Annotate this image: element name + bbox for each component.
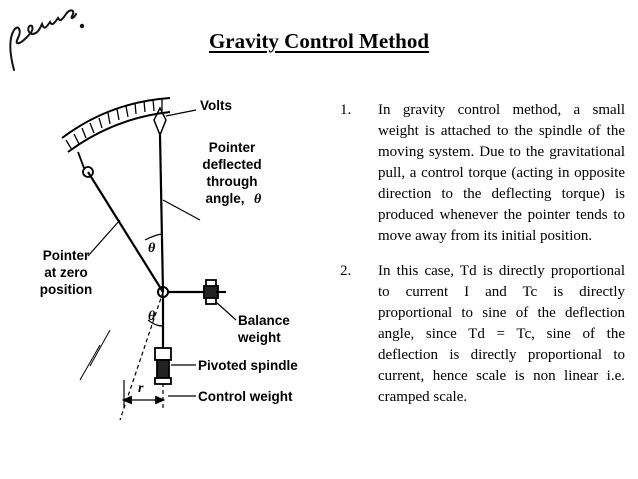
list-item: 1. In gravity control method, a small we… (340, 100, 625, 247)
label-pointer-zero-2: at zero (44, 265, 88, 280)
label-pointer-deflected-1: Pointer (209, 140, 256, 155)
label-pointer-zero-1: Pointer (43, 248, 90, 263)
gravity-control-diagram: Volts Pointer deflected through angle, θ… (40, 97, 298, 421)
label-control-weight: Control weight (198, 389, 293, 404)
list-item-number: 2. (340, 263, 352, 279)
label-volts: Volts (200, 98, 232, 113)
label-pointer-deflected-2: deflected (202, 157, 261, 172)
label-theta-deflected: θ (254, 192, 262, 207)
signature-image (9, 9, 85, 71)
explanation-list: 1. In gravity control method, a small we… (340, 100, 625, 408)
page-title: Gravity Control Method (208, 29, 430, 53)
label-pointer-deflected-3: through (207, 174, 258, 189)
list-item-text: In gravity control method, a small weigh… (378, 102, 625, 244)
label-r: r (138, 381, 144, 396)
list-item-text: In this case, Td is directly proportiona… (378, 263, 625, 405)
label-theta-bottom: θ (148, 309, 156, 324)
label-pivoted-spindle: Pivoted spindle (198, 358, 298, 373)
label-balance-weight-2: weight (237, 330, 281, 345)
list-item: 2. In this case, Td is directly proporti… (340, 261, 625, 408)
label-theta-top: θ (148, 241, 156, 256)
list-item-number: 1. (340, 102, 352, 118)
label-pointer-zero-3: position (40, 282, 93, 297)
label-balance-weight-1: Balance (238, 313, 290, 328)
label-pointer-deflected-4: angle, (205, 191, 244, 206)
